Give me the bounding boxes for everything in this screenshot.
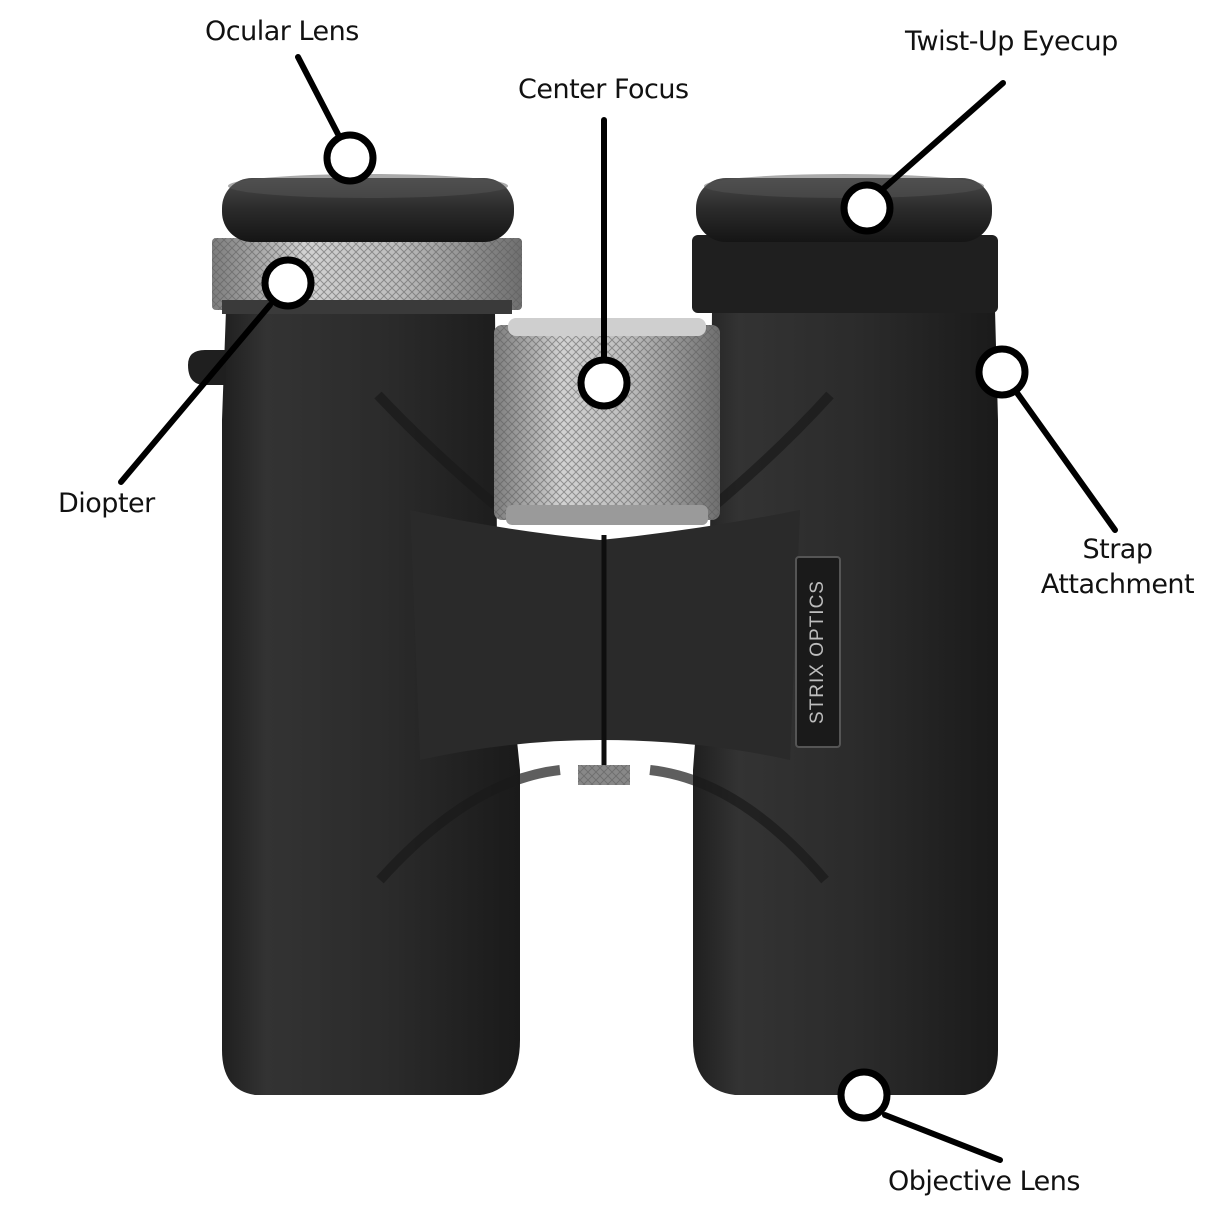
right-barrel (693, 310, 998, 1095)
marker-objective-lens (837, 1068, 891, 1122)
left-barrel (222, 310, 520, 1095)
label-diopter: Diopter (58, 488, 155, 519)
marker-diopter (261, 256, 315, 310)
marker-strap-attachment (975, 345, 1029, 399)
label-strap-attachment: Strap Attachment (1040, 534, 1195, 601)
label-objective-lens: Objective Lens (888, 1166, 1080, 1197)
marker-center-focus (577, 356, 631, 410)
marker-twist-up-eyecup (840, 181, 894, 235)
label-twist-up-eyecup: Twist-Up Eyecup (905, 26, 1118, 57)
label-ocular-lens: Ocular Lens (205, 16, 359, 47)
brand-logo: STRIX OPTICS (802, 562, 834, 742)
brand-logo-text: STRIX OPTICS (807, 580, 828, 724)
label-center-focus: Center Focus (518, 74, 689, 105)
marker-ocular-lens (323, 131, 377, 185)
